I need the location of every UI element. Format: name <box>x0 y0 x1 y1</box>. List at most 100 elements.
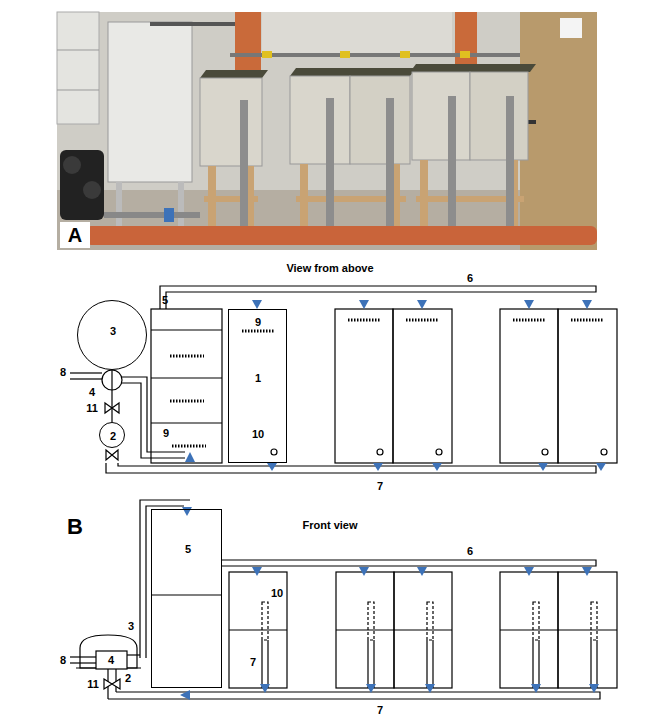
callout-number: 10 <box>252 429 264 440</box>
view-title: View from above <box>286 263 373 274</box>
photo-part <box>60 222 90 248</box>
photo-part-part <box>470 72 528 160</box>
callout-number: 9 <box>163 428 169 439</box>
photo-part <box>178 182 184 230</box>
photo-part <box>460 51 470 58</box>
photo <box>57 12 597 250</box>
schematic <box>70 286 617 699</box>
schematic-part <box>104 679 120 689</box>
flow-arrow-part <box>524 567 534 576</box>
schematic-part <box>151 329 222 330</box>
flow-arrow-part <box>596 463 606 471</box>
flow-arrow-part <box>185 452 195 462</box>
callout-number: 10 <box>271 588 283 599</box>
pipe-connector <box>111 370 112 422</box>
schematic-part-part <box>538 640 539 688</box>
flow-arrow-part <box>359 567 369 576</box>
photo-part <box>164 208 174 222</box>
flow-arrow-part <box>582 567 592 576</box>
schematic-part-part <box>368 602 374 640</box>
callout-number: 1 <box>255 373 261 384</box>
schematic-part <box>262 602 597 640</box>
flow-arrow-part <box>589 684 599 693</box>
photo-part-part <box>290 76 350 164</box>
flow-arrow <box>180 300 606 700</box>
photo-part-part <box>240 100 248 228</box>
schematic-part-part <box>591 602 597 640</box>
schematic-part <box>436 449 442 455</box>
schematic-part-part <box>170 400 204 403</box>
photo-part <box>410 64 536 228</box>
photo-part <box>108 22 192 182</box>
flow-arrow-part <box>373 463 383 471</box>
schematic-part <box>335 309 393 463</box>
schematic-part <box>601 449 607 455</box>
callout-number: 5 <box>162 295 168 306</box>
schematic-part <box>151 377 222 378</box>
schematic-part-part <box>367 640 368 688</box>
photo-part-part <box>326 98 334 228</box>
schematic-part <box>500 309 558 463</box>
photo-part-part <box>410 64 536 72</box>
schematic-part-part <box>532 640 533 688</box>
callout-number: 6 <box>467 273 473 284</box>
photo-part <box>340 51 350 58</box>
schematic-part-part <box>596 640 597 688</box>
flow-arrow-part <box>180 690 190 700</box>
photo-part <box>85 226 597 245</box>
callout-number: 3 <box>110 326 116 337</box>
photo-part <box>150 22 235 26</box>
schematic-part <box>229 629 287 630</box>
photo-part <box>104 212 200 218</box>
pump-circle: 2 <box>99 422 125 448</box>
photo-part <box>57 50 99 51</box>
flow-arrow-part <box>359 300 369 309</box>
photo-part-part <box>412 72 470 160</box>
photo-part <box>230 53 520 57</box>
flow-arrow-part <box>531 684 541 693</box>
photo-part-part <box>506 96 514 228</box>
flow-arrow-part <box>366 684 376 693</box>
schematic-part <box>140 500 190 658</box>
photo-part <box>520 12 597 250</box>
schematic-part-part <box>373 640 374 688</box>
schematic-part-part <box>432 640 433 688</box>
schematic-part <box>106 450 118 460</box>
schematic-part <box>229 572 287 688</box>
flow-arrow-part <box>267 463 277 471</box>
photo-part <box>262 12 452 57</box>
schematic-part <box>122 383 185 458</box>
callout-number: 4 <box>89 387 95 398</box>
schematic-part <box>558 309 617 463</box>
schematic-part-part <box>261 640 262 688</box>
schematic-part <box>393 309 452 463</box>
schematic-part <box>151 309 222 463</box>
schematic-part <box>542 449 548 455</box>
schematic-part <box>500 629 617 630</box>
callout-number: 9 <box>255 317 261 328</box>
schematic-part <box>96 651 127 669</box>
panel-letter: A <box>68 225 82 245</box>
schematic-part-part <box>571 319 603 322</box>
tank-circle: 3 <box>77 300 147 370</box>
photo-part <box>60 150 104 220</box>
photo-part <box>116 182 122 230</box>
schematic-part <box>271 449 277 455</box>
photo-part-part <box>200 70 268 78</box>
flow-arrow-part <box>417 567 427 576</box>
schematic-part <box>127 654 140 655</box>
callout-number: 7 <box>377 481 383 492</box>
photo-part-part <box>350 76 410 164</box>
schematic-part-part <box>590 640 591 688</box>
callout-number: 5 <box>185 544 191 555</box>
schematic-part <box>70 372 102 373</box>
flow-arrow-part <box>582 300 592 309</box>
callout-number: 7 <box>250 657 256 668</box>
schematic-part <box>70 662 96 663</box>
flow-arrow-part <box>260 684 270 693</box>
schematic-part <box>115 669 116 692</box>
photo-part <box>57 90 99 91</box>
schematic-part <box>222 560 596 566</box>
photo-part-part <box>200 78 262 166</box>
